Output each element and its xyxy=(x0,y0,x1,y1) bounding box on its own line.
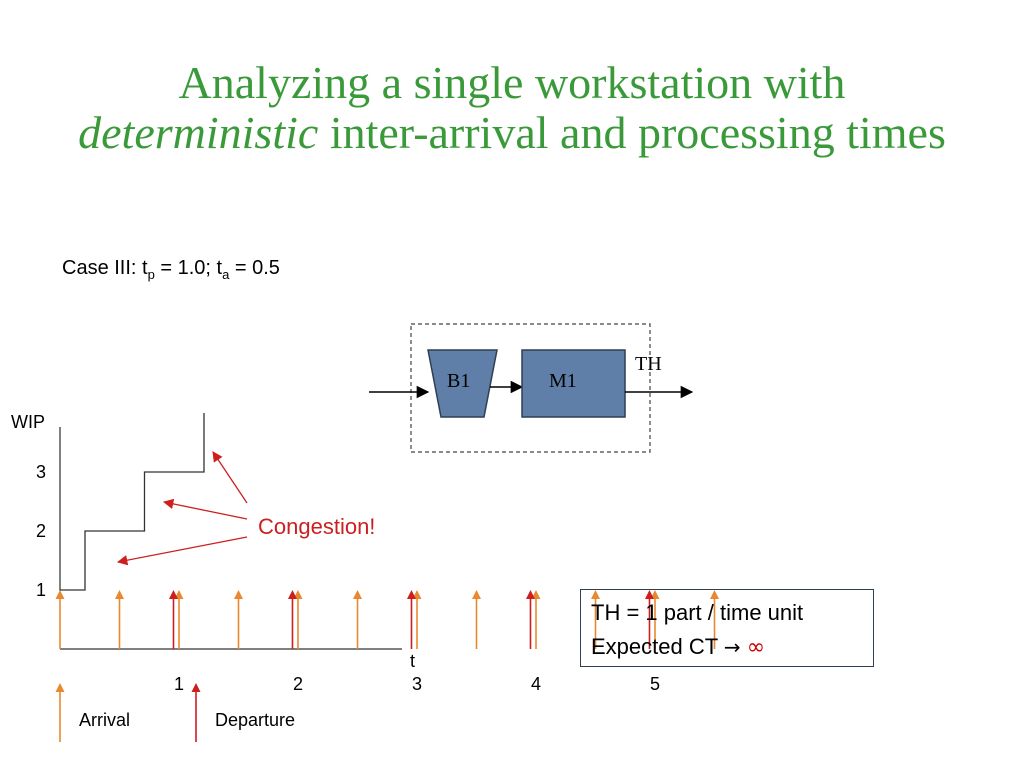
cycle-time-prefix: Expected CT xyxy=(591,634,724,659)
congestion-arrow-3 xyxy=(116,536,248,566)
system-boundary xyxy=(410,323,651,453)
x-tick-2: 2 xyxy=(293,674,303,694)
arrival-arrow xyxy=(591,590,600,649)
machine-label: M1 xyxy=(549,370,577,392)
title-line-2-rest: inter-arrival and processing times xyxy=(318,107,946,158)
case-prefix: Case III: t xyxy=(62,257,148,279)
y-tick-labels: 1 2 3 xyxy=(36,462,46,600)
throughput-text: TH = 1 part / time unit xyxy=(591,600,804,625)
congestion-annotation: Congestion! xyxy=(258,514,375,539)
departure-arrow xyxy=(406,590,416,649)
legend-arrival-arrow xyxy=(55,683,65,742)
cycle-time-text: Expected CT → ∞ xyxy=(591,630,863,665)
case-sub-p: p xyxy=(147,267,155,282)
x-tick-5: 5 xyxy=(650,674,660,694)
departure-arrow xyxy=(644,590,654,649)
title-emphasis: deterministic xyxy=(78,107,319,158)
x-axis-label: t xyxy=(410,651,415,671)
congestion-arrow-1 xyxy=(212,451,248,504)
case-sub-a: a xyxy=(222,267,230,282)
arrival-arrow xyxy=(234,590,243,649)
legend-departure-label: Departure xyxy=(215,710,295,730)
legend-departure-arrow xyxy=(191,683,201,742)
congestion-arrow-2 xyxy=(162,498,248,520)
case-mid: = 1.0; t xyxy=(154,257,223,279)
departure-arrow xyxy=(525,590,535,649)
infinity-icon: ∞ xyxy=(746,635,766,660)
buffer-b1 xyxy=(427,349,498,418)
wip-step-line xyxy=(60,413,205,591)
arrival-arrow xyxy=(710,590,719,649)
y-tick-3: 3 xyxy=(36,462,46,482)
departure-arrow xyxy=(168,590,178,649)
legend-arrival-shape xyxy=(55,683,65,742)
arrival-arrow xyxy=(115,590,124,649)
arrow-icon: → xyxy=(723,635,741,659)
x-tick-labels: 1 2 3 4 5 xyxy=(174,674,660,694)
x-tick-1: 1 xyxy=(174,674,184,694)
case-suffix: = 0.5 xyxy=(229,257,280,279)
y-tick-1: 1 xyxy=(36,580,46,600)
x-tick-4: 4 xyxy=(531,674,541,694)
y-axis-label: WIP xyxy=(11,412,45,432)
output-label: TH xyxy=(635,353,662,375)
title-line-2: deterministic inter-arrival and processi… xyxy=(0,108,1024,158)
y-tick-2: 2 xyxy=(36,521,46,541)
legend-departure-shape xyxy=(191,683,201,742)
legend: Arrival Departure xyxy=(55,683,295,742)
x-tick-3: 3 xyxy=(412,674,422,694)
result-box: TH = 1 part / time unit Expected CT → ∞ xyxy=(580,589,874,667)
buffer-label: B1 xyxy=(447,370,470,392)
machine-m1 xyxy=(521,349,626,418)
case-label: Case III: tp = 1.0; ta = 0.5 xyxy=(62,257,280,282)
arrival-arrow xyxy=(55,590,65,649)
title-line-1: Analyzing a single workstation with xyxy=(178,57,846,108)
event-arrows xyxy=(55,590,719,649)
arrival-arrow xyxy=(353,590,362,649)
slide-title: Analyzing a single workstation with dete… xyxy=(0,58,1024,158)
legend-arrival-label: Arrival xyxy=(79,710,130,730)
departure-arrow xyxy=(287,590,297,649)
arrival-arrow xyxy=(472,590,481,649)
